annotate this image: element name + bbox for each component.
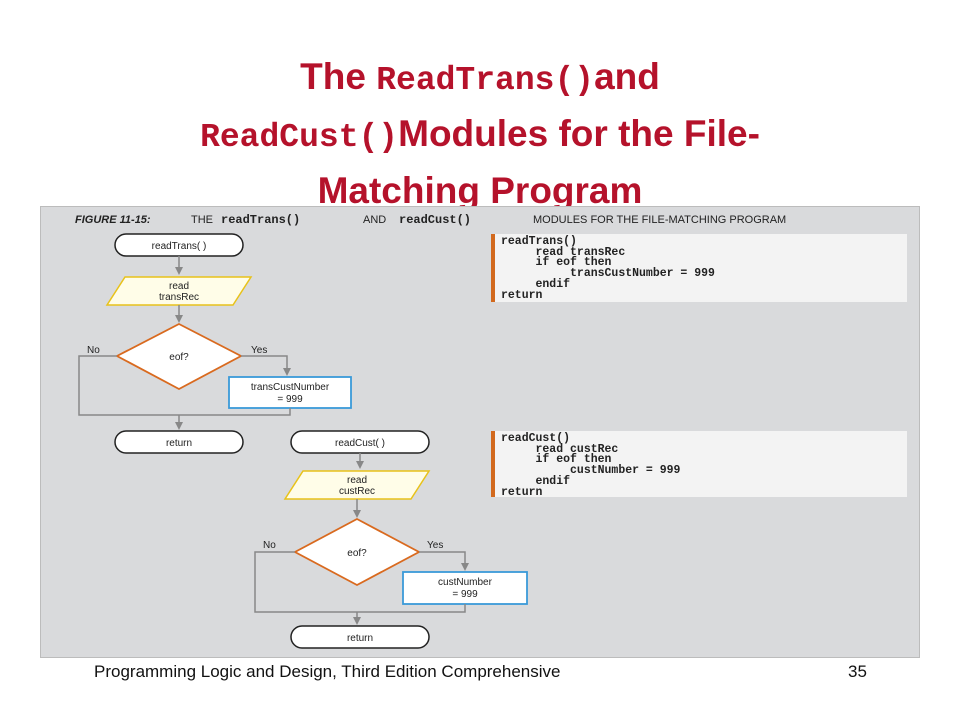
flow1-read-io <box>105 276 253 306</box>
flow1-process-label-2: = 999 <box>277 394 303 405</box>
flow2-read-io <box>283 470 431 500</box>
title-code-readtrans: ReadTrans() <box>376 62 595 99</box>
title-code-readcust: ReadCust() <box>200 119 399 156</box>
title-text-3: Modules for the File- <box>398 113 760 154</box>
figure-caption-code-readcust: readCust() <box>399 213 471 227</box>
readtrans-pseudocode: readTrans() read transRec if eof then tr… <box>491 234 907 302</box>
flow1-no-label: No <box>87 345 100 356</box>
flow2-eof-decision <box>293 517 421 587</box>
flow2-yes-label: Yes <box>427 540 443 551</box>
figure-panel: FIGURE 11-15: THE readTrans() AND readCu… <box>40 206 920 658</box>
flow1-yes-label: Yes <box>251 345 267 356</box>
flow2-decision-label: eof? <box>347 548 367 559</box>
title-line-3: Matching Program <box>317 170 643 211</box>
title-text-1: The <box>300 56 377 97</box>
figure-caption-label: FIGURE 11-15: <box>75 214 151 226</box>
flow1-assign-process <box>228 376 352 409</box>
flow1-eof-decision <box>115 322 243 391</box>
flow2-start-label: readCust( ) <box>335 438 385 449</box>
slide-title: The ReadTrans()and ReadCust()Modules for… <box>0 50 960 217</box>
footer-page-number: 35 <box>848 662 867 681</box>
flow2-return-terminal <box>290 625 430 649</box>
figure-caption-rest: MODULES FOR THE FILE-MATCHING PROGRAM <box>533 214 786 226</box>
flow1-return-terminal <box>114 430 244 454</box>
footer-course-title: Programming Logic and Design, Third Edit… <box>94 662 561 681</box>
figure-caption-and: AND <box>363 214 386 226</box>
figure-caption-code-readtrans: readTrans() <box>221 213 300 227</box>
flow1-read-label-2: transRec <box>159 292 199 303</box>
flow1-return-label: return <box>166 438 192 449</box>
title-line-2: ReadCust()Modules for the File- <box>0 107 960 164</box>
flow2-read-label-1: read <box>347 475 367 486</box>
title-text-2: and <box>594 56 660 97</box>
flow1-process-label-1: transCustNumber <box>251 382 330 393</box>
flow1-start-label: readTrans( ) <box>152 241 207 252</box>
flow2-read-label-2: custRec <box>339 486 375 497</box>
flow1-read-label-1: read <box>169 281 189 292</box>
flowchart-diagram: FIGURE 11-15: THE readTrans() AND readCu… <box>75 213 786 649</box>
flow2-no-label: No <box>263 540 276 551</box>
flow2-return-label: return <box>347 633 373 644</box>
flow1-decision-label: eof? <box>169 352 189 363</box>
flow2-process-label-2: = 999 <box>452 589 478 600</box>
figure-caption-the: THE <box>191 214 213 226</box>
title-line-1: The ReadTrans()and <box>0 50 960 107</box>
readcust-pseudocode: readCust() read custRec if eof then cust… <box>491 431 907 498</box>
flow2-process-label-1: custNumber <box>438 577 493 588</box>
